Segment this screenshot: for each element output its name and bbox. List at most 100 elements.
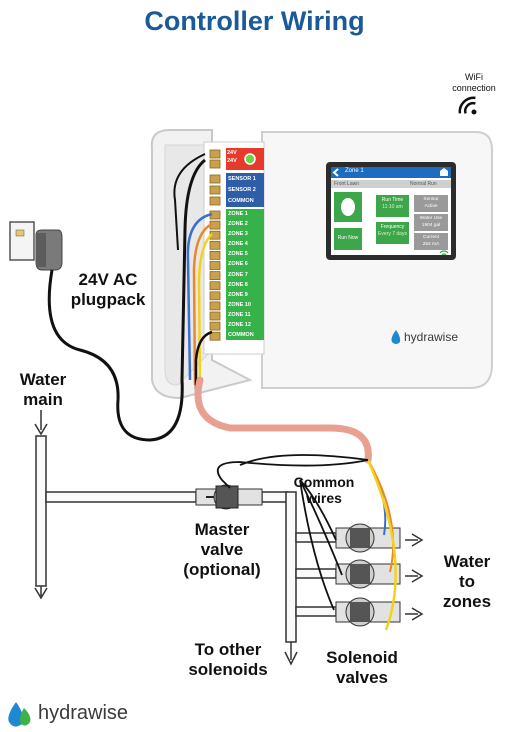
terminal-zone-label: ZONE 10 <box>228 301 251 308</box>
current-label: Current <box>423 235 439 240</box>
terminal-zone-label: ZONE 5 <box>228 251 248 258</box>
current-box: Current 252 mA <box>414 234 448 248</box>
zone-terminal-block <box>226 209 264 340</box>
sensor-tile <box>414 195 448 212</box>
common-wires-label-line2: wires <box>306 490 342 506</box>
master-valve-label-line2: valve <box>200 540 244 559</box>
zone-screw <box>209 240 221 250</box>
water-main-arrow-top <box>34 410 48 436</box>
water-use-label: Water Use <box>419 216 443 221</box>
hydrawise-drop-icon <box>391 330 401 344</box>
frequency-label: Frequency <box>380 224 405 230</box>
multicore-cable <box>194 376 372 464</box>
zone-screw <box>209 291 221 301</box>
terminal-zone-label: ZONE 1 <box>228 211 248 217</box>
master-valve-label-line1: Master <box>194 520 250 539</box>
master-valve-label-line3: (optional) <box>183 560 261 579</box>
water-use-value: 1904 gal <box>421 223 441 228</box>
power-led <box>244 153 256 165</box>
sensor-box: Sensor Active <box>414 196 448 210</box>
water-main-arrow-bottom <box>34 586 48 600</box>
zone-terminal-labels: ZONE 1 ZONE 2 ZONE 3 ZONE 4 ZONE 5 ZONE 6 ZONE… <box>228 209 264 340</box>
run-now-tile <box>334 228 362 250</box>
terminal-zone-label: ZONE 12 <box>228 322 251 329</box>
zone-screw <box>209 261 221 270</box>
sensor-terminal-labels: SENSOR 1 SENSOR 2 COMMON <box>228 174 264 207</box>
plugpack-cable <box>47 158 206 442</box>
solenoid-valves-label: Solenoid valves <box>312 648 412 688</box>
other-solenoids-arrow <box>284 642 298 666</box>
terminal-zone-label: ZONE 11 <box>228 311 251 318</box>
plugpack-label: 24V AC plugpack <box>58 270 158 310</box>
zone-screw <box>209 331 221 341</box>
terminal-zone-label: ZONE 3 <box>228 231 248 238</box>
wifi-label-line2: connection <box>452 83 496 93</box>
water-zones-label-line2: to <box>458 572 476 591</box>
power-terminal-labels: 24V 24V <box>227 149 263 165</box>
wifi-label: WiFi connection <box>446 72 502 94</box>
master-valve <box>195 484 263 510</box>
leaf-icon <box>341 198 355 216</box>
common-wires-label: Common wires <box>290 474 358 506</box>
zone-arrow-1 <box>405 533 424 547</box>
footer-logo-icon <box>8 702 31 727</box>
terminal-zone-label: ZONE 7 <box>228 271 248 278</box>
water-zones-label: Water to zones <box>432 552 502 612</box>
terminal-zone-label: ZONE 9 <box>228 291 248 298</box>
zone-arrow-2 <box>405 569 424 583</box>
terminal-sensor-1: SENSOR 1 <box>228 176 256 182</box>
other-solenoids-label-line1: To other <box>194 640 262 659</box>
page-title: Controller Wiring <box>144 6 365 36</box>
frequency-box: Frequency Every 7 days <box>376 224 409 238</box>
master-valve-label: Master valve (optional) <box>172 520 272 580</box>
plugpack-label-line1: 24V AC <box>78 270 138 289</box>
run-time-value: 11:10 am <box>382 204 403 210</box>
terminal-zone-label: COMMON <box>228 332 254 339</box>
wall-outlet <box>9 221 35 261</box>
solenoid-valves-label-line2: valves <box>336 668 388 687</box>
zone-screw-terminals <box>209 210 221 341</box>
zone-screw <box>209 301 221 311</box>
terminal-sensor-common: COMMON <box>228 198 254 204</box>
frequency-value: Every 7 days <box>378 231 407 237</box>
run-time-tile <box>376 195 409 217</box>
sensor-value: Active <box>424 204 438 209</box>
terminal-24v-1: 24V <box>227 150 237 156</box>
terminal-sensor-2: SENSOR 2 <box>228 187 256 193</box>
zone-screw <box>209 311 221 321</box>
screen-prev-label: Front Lawn <box>334 181 360 187</box>
zone-screw <box>209 281 221 291</box>
water-use-box: Water Use 1904 gal <box>414 215 448 229</box>
terminal-zone-label: ZONE 6 <box>228 261 248 268</box>
plugpack-label-line2: plugpack <box>70 290 146 309</box>
other-solenoids-label-line2: solenoids <box>188 660 268 679</box>
water-zones-label-line1: Water <box>443 552 491 571</box>
current-value: 252 mA <box>422 242 440 247</box>
zone-screw <box>209 321 221 331</box>
run-time-box: Run Time 11:10 am <box>376 197 409 211</box>
display-header-bar <box>331 167 451 178</box>
water-main-label-line1: Water <box>19 370 67 389</box>
water-main-label-line2: main <box>23 390 63 409</box>
frequency-tile <box>376 222 409 244</box>
terminal-zone-label: ZONE 8 <box>228 281 248 288</box>
solenoid-valves-label-line1: Solenoid <box>326 648 398 667</box>
home-icon <box>440 168 448 176</box>
water-use-tile <box>414 214 448 231</box>
run-time-label: Run Time <box>381 197 404 203</box>
screw-terminals <box>209 149 221 206</box>
terminal-24v-2: 24V <box>227 158 237 164</box>
wifi-label-line1: WiFi <box>465 72 483 82</box>
screen-next-label: Normal Run <box>410 181 437 187</box>
screen-header: Zone 1 <box>345 168 364 174</box>
back-arrow-icon <box>332 168 339 177</box>
terminal-zone-label: ZONE 2 <box>228 221 248 228</box>
cover-brand: hydrawise <box>404 330 459 344</box>
zone-screw <box>209 250 221 260</box>
terminal-zone-label: ZONE 4 <box>228 241 248 248</box>
sensor-terminal-block <box>226 173 264 207</box>
run-now-button[interactable]: Run Now <box>337 235 359 241</box>
footer-brand: hydrawise <box>38 702 129 724</box>
zone-arrow-3 <box>405 607 424 621</box>
